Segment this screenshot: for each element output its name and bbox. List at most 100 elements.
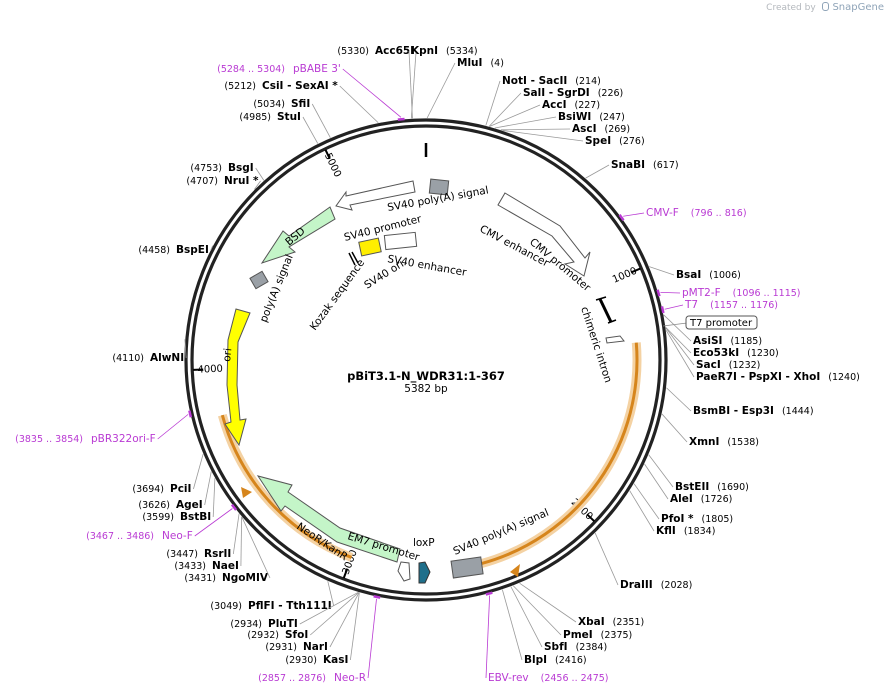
- site-saci[interactable]: SacI(1232): [665, 327, 760, 371]
- site-noti[interactable]: NotI - SacII(214): [485, 75, 601, 126]
- site-position: (3431): [184, 573, 216, 584]
- site-bstbi[interactable]: BstBI(3599): [142, 478, 216, 523]
- site-spei[interactable]: SpeI(276): [502, 130, 645, 147]
- site-bsiwi[interactable]: BsiWI(247): [494, 111, 625, 129]
- site-plutI[interactable]: PluTI(2934): [230, 591, 359, 630]
- site-kpni[interactable]: KpnI(5334): [408, 45, 478, 119]
- site-sali[interactable]: SalI - SgrDI(226): [488, 87, 623, 127]
- site-name: BsgI: [228, 162, 254, 174]
- site-name: BstBI: [180, 511, 211, 523]
- site-bsgi[interactable]: BsgI(4753): [190, 162, 265, 181]
- site-position: (4458): [138, 245, 170, 256]
- site-name: AlwNI: [150, 352, 184, 364]
- site-position: (2351): [613, 617, 645, 628]
- primer-pmt2f[interactable]: pMT2-F(1096 .. 1115): [656, 287, 801, 299]
- primer-name: T7: [684, 299, 698, 311]
- site-pcii[interactable]: PciI (3694): [132, 454, 204, 495]
- primer-pbabe3[interactable]: pBABE 3'(5284 .. 5304): [217, 63, 405, 121]
- site-name: BlpI: [524, 654, 547, 666]
- tick-label: 5000: [322, 151, 343, 179]
- site-bsteii[interactable]: BstEII(1690): [648, 454, 749, 493]
- site-nrui[interactable]: NruI *(4707): [186, 175, 261, 190]
- site-mlui[interactable]: MluI(4): [426, 57, 504, 119]
- site-sfii[interactable]: SfiI(5034): [253, 98, 331, 138]
- site-bspei[interactable]: BspEI(4458): [138, 244, 214, 256]
- site-name: KasI: [323, 654, 348, 666]
- tick-label: 4000: [197, 364, 223, 376]
- plasmid-name: pBiT3.1-N_WDR31:1-367: [347, 369, 505, 384]
- primer-cmvf[interactable]: CMV-F(796 .. 816): [618, 207, 747, 221]
- site-naei[interactable]: NaeI(3433): [174, 516, 243, 572]
- polya-left-box: [249, 270, 269, 290]
- site-name: AccI: [542, 99, 566, 111]
- site-pflfi[interactable]: PflFI - Tth111I(3049): [210, 581, 335, 612]
- site-paer7i[interactable]: PaeR7I - PspXI - XhoI(1240): [665, 330, 860, 383]
- primer-mark: [660, 306, 665, 314]
- site-leader: [633, 483, 660, 520]
- site-leader: [666, 387, 692, 412]
- site-position: (4): [490, 58, 503, 69]
- primer-position: (3835 .. 3854): [15, 434, 83, 445]
- site-name: NotI - SacII: [502, 75, 567, 87]
- site-xbai[interactable]: XbaI (2351): [519, 582, 645, 628]
- site-name: BsaI: [676, 269, 701, 281]
- site-leader: [311, 103, 331, 138]
- site-leader: [663, 314, 692, 342]
- primer-leader: [157, 414, 189, 440]
- primer-ebvrev[interactable]: EBV-rev(2456 .. 2475): [485, 591, 609, 684]
- site-ngomiv[interactable]: NgoMIV(3431): [184, 517, 271, 584]
- site-eco53ki[interactable]: Eco53kI(1230): [665, 327, 779, 359]
- tick-mark: [324, 149, 331, 160]
- cmv-arrow: [497, 192, 591, 277]
- site-asisi[interactable]: AsiSI(1185): [663, 314, 762, 347]
- site-csii[interactable]: CsiI - SexAI *(5212): [224, 80, 379, 124]
- site-pfoi[interactable]: PfoI *(1805): [633, 483, 733, 525]
- primer-neof[interactable]: Neo-F (3467 .. 3486): [86, 503, 238, 542]
- site-stui[interactable]: StuI(4985): [239, 111, 319, 144]
- site-xmni[interactable]: XmnI(1538): [661, 413, 759, 448]
- site-kfli[interactable]: KflI(1834): [629, 490, 716, 537]
- site-leader: [241, 517, 271, 579]
- chimeric-intron-bar: [598, 298, 613, 323]
- primer-t7[interactable]: T7(1157 .. 1176): [660, 299, 778, 314]
- site-alei[interactable]: AleI(1726): [644, 463, 733, 505]
- em7-arrow: [397, 561, 411, 582]
- primer-pbr322orif[interactable]: pBR322ori-F(3835 .. 3854): [15, 410, 193, 445]
- primer-name: pBABE 3': [293, 63, 341, 75]
- site-asci[interactable]: AscI(269): [500, 123, 630, 135]
- site-position: (2930): [285, 655, 317, 666]
- site-blpi[interactable]: BlpI(2416): [501, 589, 587, 666]
- site-pmei[interactable]: PmeI(2375): [512, 585, 632, 641]
- site-leader: [408, 50, 413, 119]
- site-leader: [585, 164, 610, 179]
- site-leader: [349, 592, 360, 661]
- site-draiii[interactable]: DraIII(2028): [594, 532, 692, 591]
- site-name: BsiWI: [558, 111, 591, 123]
- site-alwni[interactable]: AlwNI(4110): [112, 339, 187, 364]
- primer-name: Neo-F: [162, 530, 193, 542]
- site-leader: [519, 582, 577, 623]
- site-name: PciI: [170, 483, 191, 495]
- site-sfoi[interactable]: SfoI(2932): [247, 592, 360, 641]
- site-sbfi[interactable]: SbfI(2384): [510, 586, 607, 653]
- site-rsrii[interactable]: RsrII(3447): [166, 513, 240, 560]
- site-snabi[interactable]: SnaBI(617): [585, 159, 679, 179]
- site-kasi[interactable]: KasI (2930): [285, 592, 360, 666]
- site-bsai[interactable]: BsaI(1006): [649, 266, 741, 281]
- site-acc65i[interactable]: Acc65I(5330): [337, 45, 417, 119]
- site-position: (3694): [132, 484, 164, 495]
- primer-neor[interactable]: Neo-R(2857 .. 2876): [258, 595, 381, 684]
- site-name: XbaI: [578, 616, 605, 628]
- site-position: (3447): [166, 549, 198, 560]
- site-acci[interactable]: AccI(227): [489, 99, 600, 127]
- primer-leader: [623, 212, 645, 217]
- site-leader: [665, 330, 695, 378]
- tick-mark: [342, 568, 349, 579]
- site-position: (1726): [701, 494, 733, 505]
- primer-position: (3467 .. 3486): [86, 531, 154, 542]
- site-bsmbi[interactable]: BsmBI - Esp3I(1444): [666, 387, 814, 417]
- site-position: (5334): [446, 46, 478, 57]
- sv40-ori-box: [358, 237, 382, 257]
- site-nari[interactable]: NarI(2931): [265, 592, 360, 653]
- site-agei[interactable]: AgeI(3626): [138, 471, 212, 511]
